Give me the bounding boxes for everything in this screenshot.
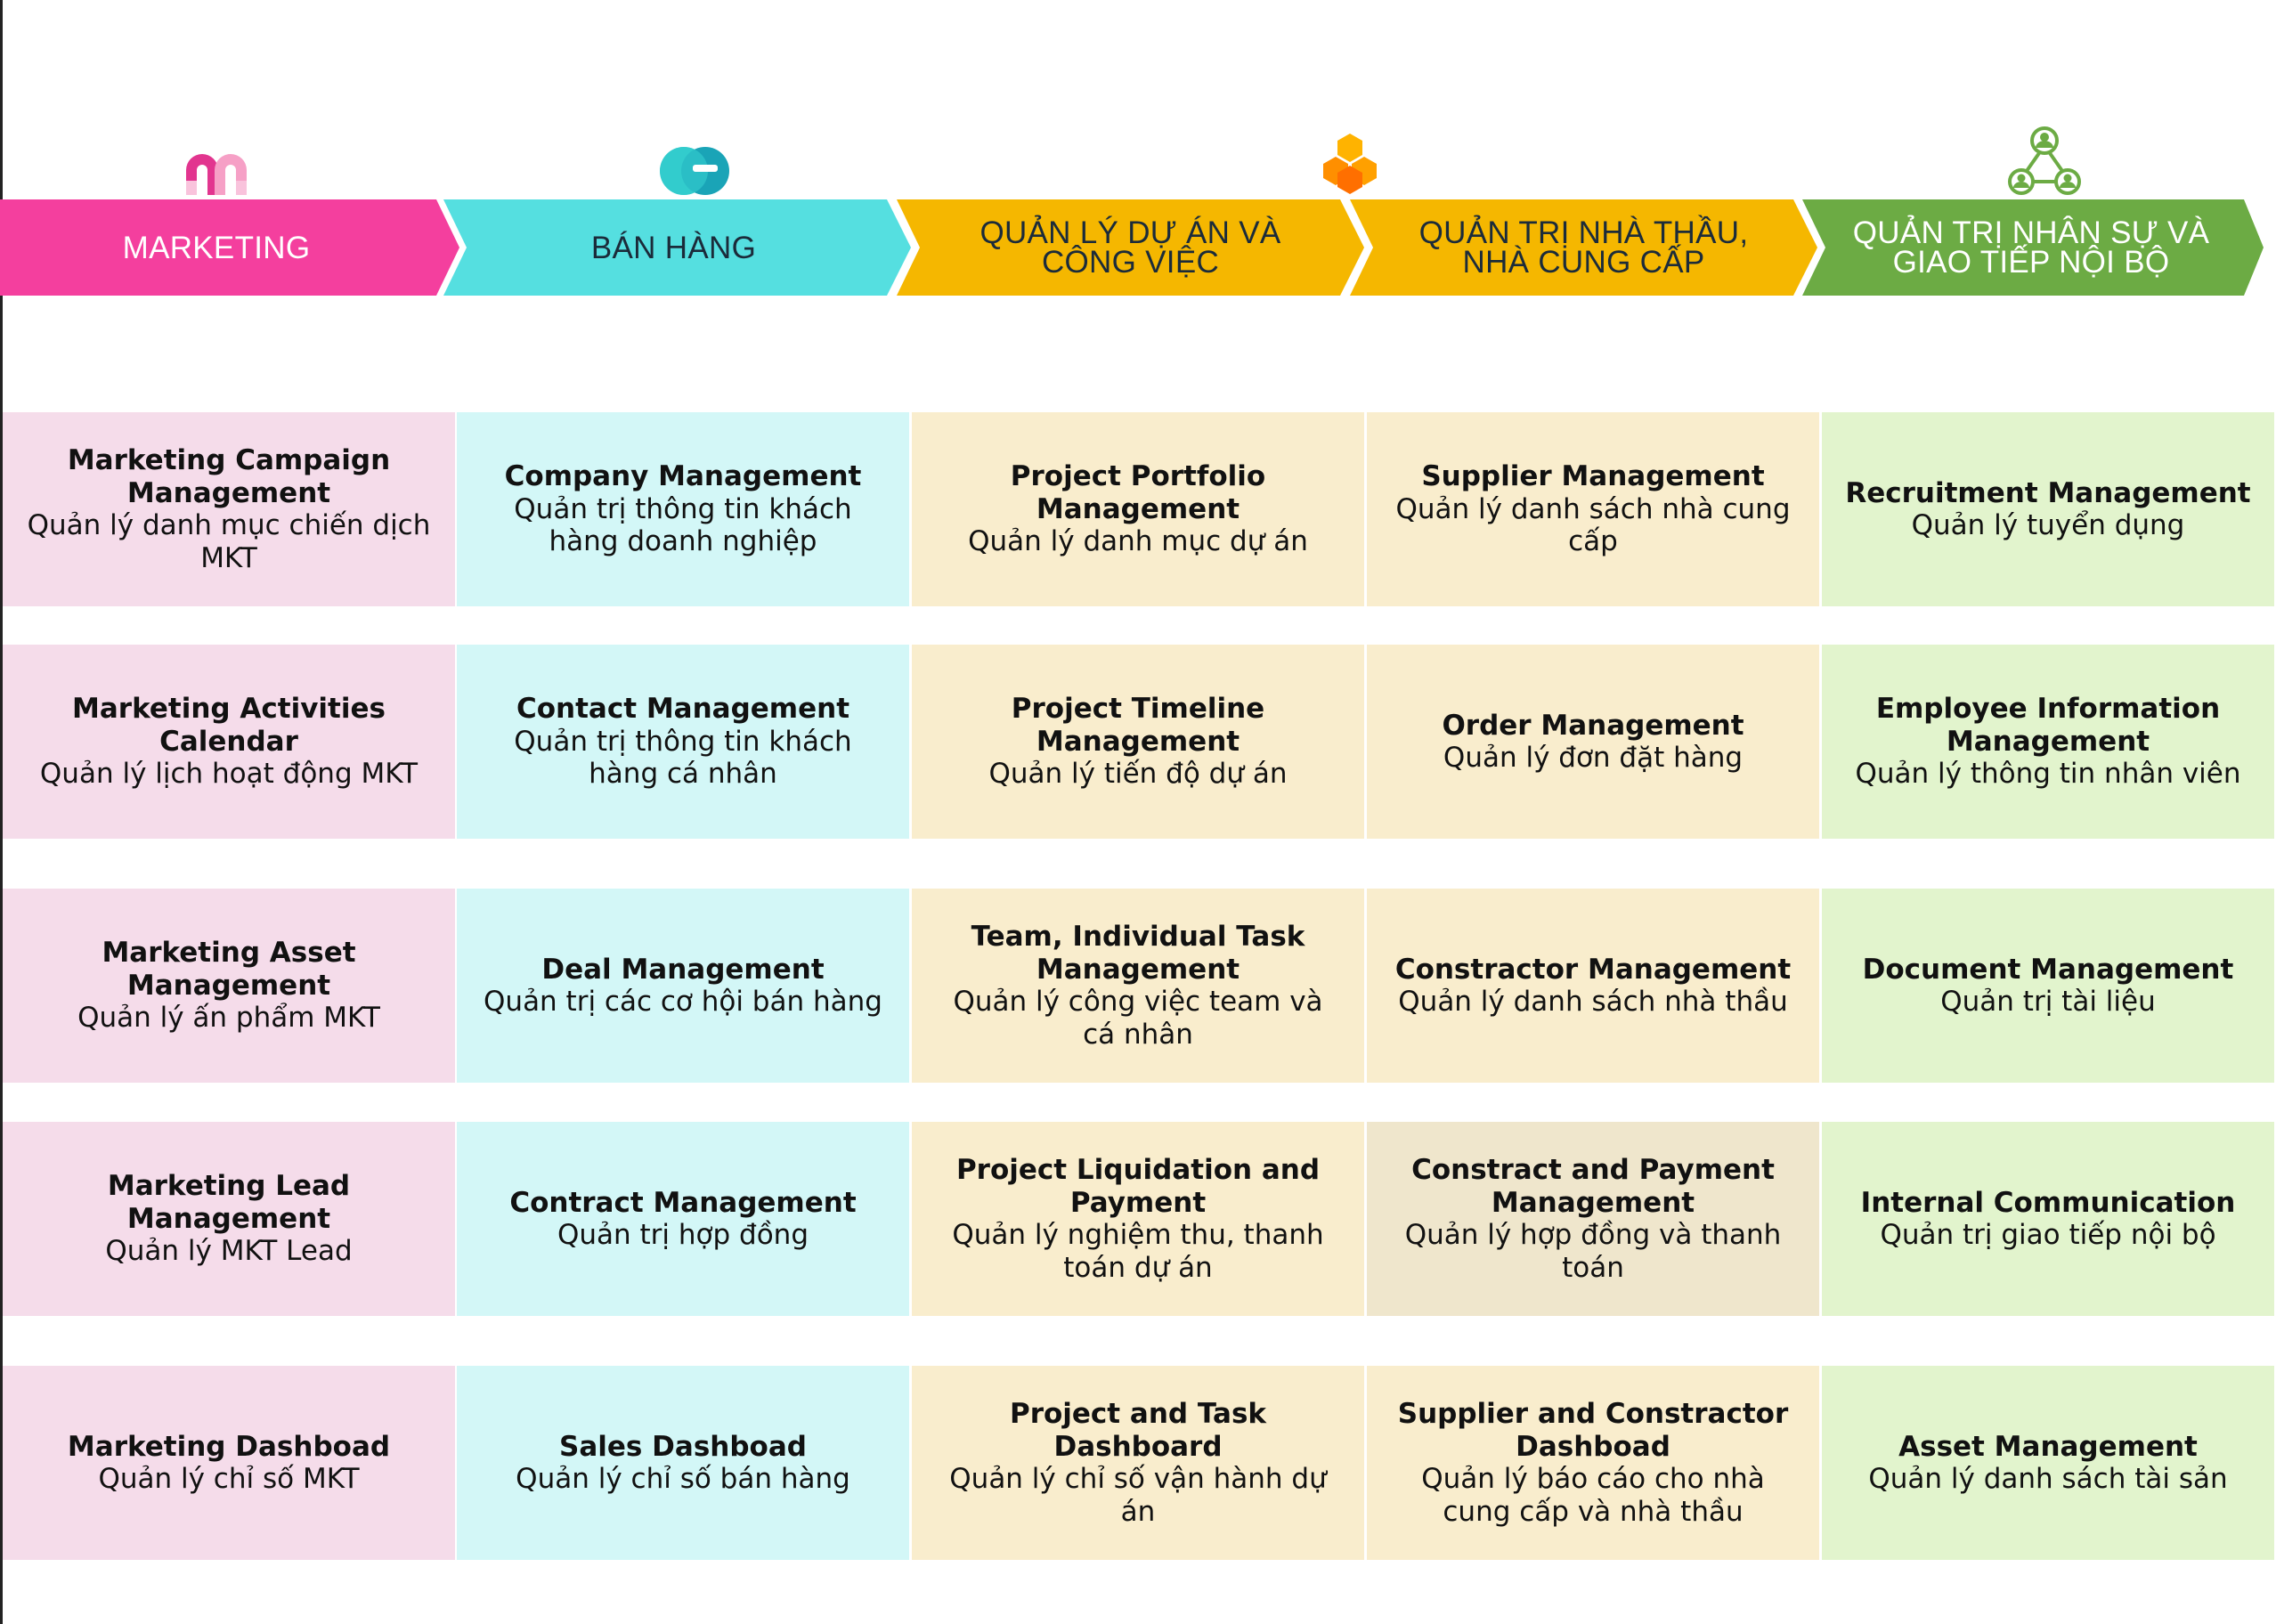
module-subtitle: Quản lý chỉ số MKT	[98, 1463, 360, 1495]
module-subtitle: Quản trị tài liệu	[1940, 986, 2156, 1018]
header-label: QUẢN TRỊ NHÀ THẦU, NHÀ CUNG CẤP	[1418, 215, 1749, 280]
module-title: Employee Information Management	[1875, 693, 2221, 758]
module-subtitle: Quản lý MKT Lead	[105, 1235, 353, 1268]
module-subtitle: Quản lý lịch hoạt động MKT	[39, 758, 419, 791]
module-title: Constractor Management	[1394, 953, 1792, 986]
m-logo-icon	[186, 154, 247, 195]
header-quan-ly-du-an: QUẢN LÝ DỰ ÁN VÀ CÔNG VIỆC	[897, 199, 1364, 296]
module-subtitle: Quản lý danh sách nhà cung cấp	[1395, 492, 1791, 558]
module-subtitle: Quản lý danh sách tài sản	[1868, 1463, 2228, 1495]
module-subtitle: Quản lý danh mục dự án	[968, 525, 1308, 558]
module-subtitle: Quản lý danh mục chiến dịch MKT	[27, 509, 431, 574]
module-title: Project Portfolio Management	[1010, 460, 1266, 525]
module-subtitle: Quản trị thông tin khách hàng cá nhân	[514, 725, 852, 791]
module-subtitle: Quản lý tuyển dụng	[1911, 509, 2185, 541]
module-title: Document Management	[1862, 953, 2234, 986]
module-subtitle: Quản lý đơn đặt hàng	[1443, 742, 1744, 774]
module-title: Project Timeline Management	[1011, 693, 1265, 758]
module-title: Contact Management	[516, 693, 850, 726]
module-title: Project Liquidation and Payment	[955, 1154, 1321, 1219]
module-title: Order Management	[1442, 709, 1744, 742]
module-title: Internal Communication	[1860, 1186, 2236, 1219]
module-subtitle: Quản lý hợp đồng và thanh toán	[1404, 1219, 1782, 1284]
module-title: Marketing Lead Management	[107, 1170, 351, 1235]
module-subtitle: Quản trị các cơ hội bán hàng	[484, 986, 882, 1018]
module-subtitle: Quản lý thông tin nhân viên	[1855, 758, 2241, 791]
header-label: QUẢN TRỊ NHÂN SỰ VÀ GIAO TIẾP NỘI BỘ	[1852, 215, 2210, 280]
module-title: Contract Management	[509, 1186, 857, 1219]
page-left-border	[0, 0, 3, 1624]
module-title: Marketing Asset Management	[102, 937, 356, 1002]
module-title: Marketing Dashboad	[67, 1430, 391, 1463]
module-subtitle: Quản lý chỉ số vận hành dự án	[949, 1463, 1327, 1528]
module-title: Marketing Activities Calendar	[72, 693, 386, 758]
module-subtitle: Quản trị thông tin khách hàng doanh nghi…	[514, 492, 852, 558]
module-title: Deal Management	[541, 953, 825, 986]
circle-e-logo-icon	[660, 147, 729, 195]
module-title: Constract and Payment Management	[1411, 1154, 1775, 1219]
module-subtitle: Quản trị giao tiếp nội bộ	[1880, 1219, 2216, 1251]
module-title: Project and Task Dashboard	[1009, 1398, 1267, 1463]
header-quan-tri-nhan-su: QUẢN TRỊ NHÂN SỰ VÀ GIAO TIẾP NỘI BỘ	[1802, 199, 2264, 296]
header-marketing: MARKETING	[0, 199, 459, 296]
header-label: QUẢN LÝ DỰ ÁN VÀ CÔNG VIỆC	[979, 215, 1281, 280]
module-title: Team, Individual Task Management	[971, 921, 1305, 986]
module-subtitle: Quản lý danh sách nhà thầu	[1398, 986, 1788, 1018]
header-label: BÁN HÀNG	[590, 230, 757, 265]
module-subtitle: Quản lý công việc team và cá nhân	[953, 986, 1323, 1051]
header-quan-tri-nha-thau: QUẢN TRỊ NHÀ THẦU, NHÀ CUNG CẤP	[1350, 199, 1817, 296]
module-subtitle: Quản lý tiến độ dự án	[988, 758, 1288, 791]
module-title: Sales Dashboad	[559, 1430, 807, 1463]
module-subtitle: Quản trị hợp đồng	[557, 1219, 809, 1251]
people-network-icon	[2008, 126, 2081, 195]
module-subtitle: Quản lý báo cáo cho nhà cung cấp và nhà …	[1421, 1463, 1765, 1528]
module-title: Company Management	[504, 460, 862, 493]
module-subtitle: Quản lý ấn phẩm MKT	[77, 1002, 380, 1035]
module-title: Marketing Campaign Management	[67, 444, 391, 509]
module-title: Supplier and Constractor Dashboad	[1397, 1398, 1789, 1463]
header-arrow-row: MARKETING BÁN HÀNG QUẢN LÝ DỰ ÁN VÀ CÔNG…	[0, 199, 2276, 296]
header-label: MARKETING	[122, 230, 311, 265]
module-title: Asset Management	[1898, 1430, 2198, 1463]
module-title: Recruitment Management	[1845, 476, 2251, 509]
module-subtitle: Quản lý chỉ số bán hàng	[516, 1463, 850, 1495]
header-ban-hang: BÁN HÀNG	[443, 199, 911, 296]
module-title: Supplier Management	[1421, 460, 1765, 493]
module-subtitle: Quản lý nghiệm thu, thanh toán dự án	[952, 1219, 1324, 1284]
hexagon-cluster-icon	[1323, 134, 1377, 194]
